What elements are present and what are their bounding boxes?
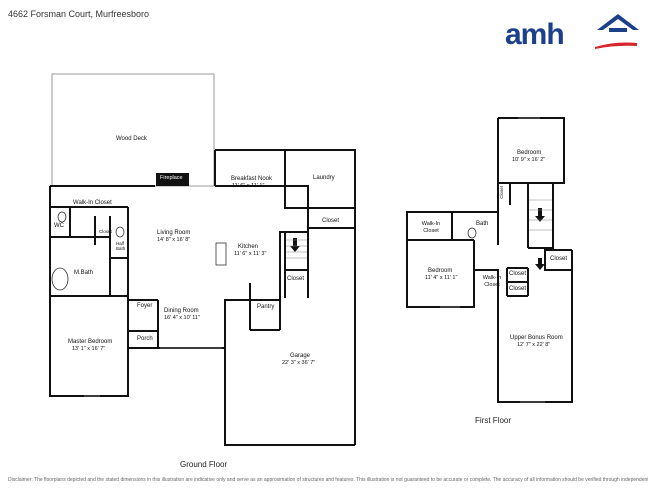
- room-upper-bonus-dim: 12' 7" x 22' 8": [517, 342, 551, 348]
- room-living-room-dim: 14' 8" x 16' 8": [157, 237, 191, 243]
- room-wc: WC: [54, 223, 64, 229]
- room-foyer: Foyer: [137, 303, 153, 309]
- fireplace-block: [156, 173, 189, 186]
- property-address: 4662 Forsman Court, Murfreesboro: [8, 9, 150, 19]
- room-living-room: Living Room: [157, 230, 191, 236]
- room-garage: Garage: [290, 353, 311, 359]
- room-master-bedroom-dim: 13' 1" x 16' 7": [72, 346, 106, 352]
- room-bedroom-left: Bedroom: [428, 268, 453, 274]
- room-closet-right: Closet: [550, 256, 568, 262]
- room-dining-room: Dining Room: [164, 308, 199, 314]
- logo-text: amh: [505, 18, 565, 51]
- room-pantry: Pantry: [257, 304, 275, 310]
- stair-arrow-down-icon: [290, 238, 300, 252]
- room-fireplace: Fireplace: [160, 175, 183, 181]
- house-roof-icon: [595, 14, 639, 49]
- room-bedroom-upper: Bedroom: [517, 150, 542, 156]
- stair-arrow-up-icon: [535, 258, 545, 270]
- room-closet-laundry: Closet: [322, 218, 340, 224]
- room-bath-upper: Bath: [476, 221, 489, 227]
- room-laundry: Laundry: [313, 175, 335, 181]
- room-m-bath: M.Bath: [74, 270, 94, 276]
- room-porch: Porch: [137, 336, 153, 342]
- room-closet-mid1: Closet: [509, 271, 527, 277]
- room-wood-deck: Wood Deck: [116, 136, 147, 142]
- room-master-bedroom: Master Bedroom: [68, 339, 113, 345]
- room-closet-mid2: Closet: [509, 286, 527, 292]
- room-walk-in-closet-mid: Walk-In Closet: [482, 275, 502, 288]
- room-kitchen: Kitchen: [238, 244, 259, 250]
- room-closet-upper1: Closet: [499, 186, 504, 199]
- room-closet-stairs: Closet: [287, 276, 305, 282]
- ground-floor-label: Ground Floor: [180, 460, 228, 469]
- room-bedroom-upper-dim: 10' 9" x 16' 2": [512, 157, 546, 163]
- room-walk-in-closet-master: Walk-In Closet: [73, 200, 112, 206]
- room-half-bath: Half Bath: [116, 241, 126, 251]
- room-kitchen-dim: 11' 6" x 11' 3": [234, 251, 267, 257]
- first-floor-label: First Floor: [475, 416, 511, 425]
- room-walk-in-closet-upper: Walk-In Closet: [421, 221, 441, 234]
- stair-arrow-down-upper-icon: [535, 208, 545, 222]
- amh-logo: amh: [505, 10, 640, 52]
- disclaimer-text: Disclaimer: The floorplans depicted and …: [8, 477, 648, 483]
- room-closet-small: Closet: [99, 229, 112, 234]
- room-upper-bonus: Upper Bonus Room: [510, 335, 563, 341]
- room-garage-dim: 22' 3" x 36' 7": [282, 360, 316, 366]
- room-bedroom-left-dim: 11' 4" x 11' 1": [425, 275, 458, 281]
- room-breakfast-nook: Breakfast Nook: [231, 176, 273, 182]
- room-breakfast-nook-dim: 11' 6" x 11' 1": [232, 183, 265, 189]
- room-dining-room-dim: 16' 4" x 10' 11": [164, 315, 200, 321]
